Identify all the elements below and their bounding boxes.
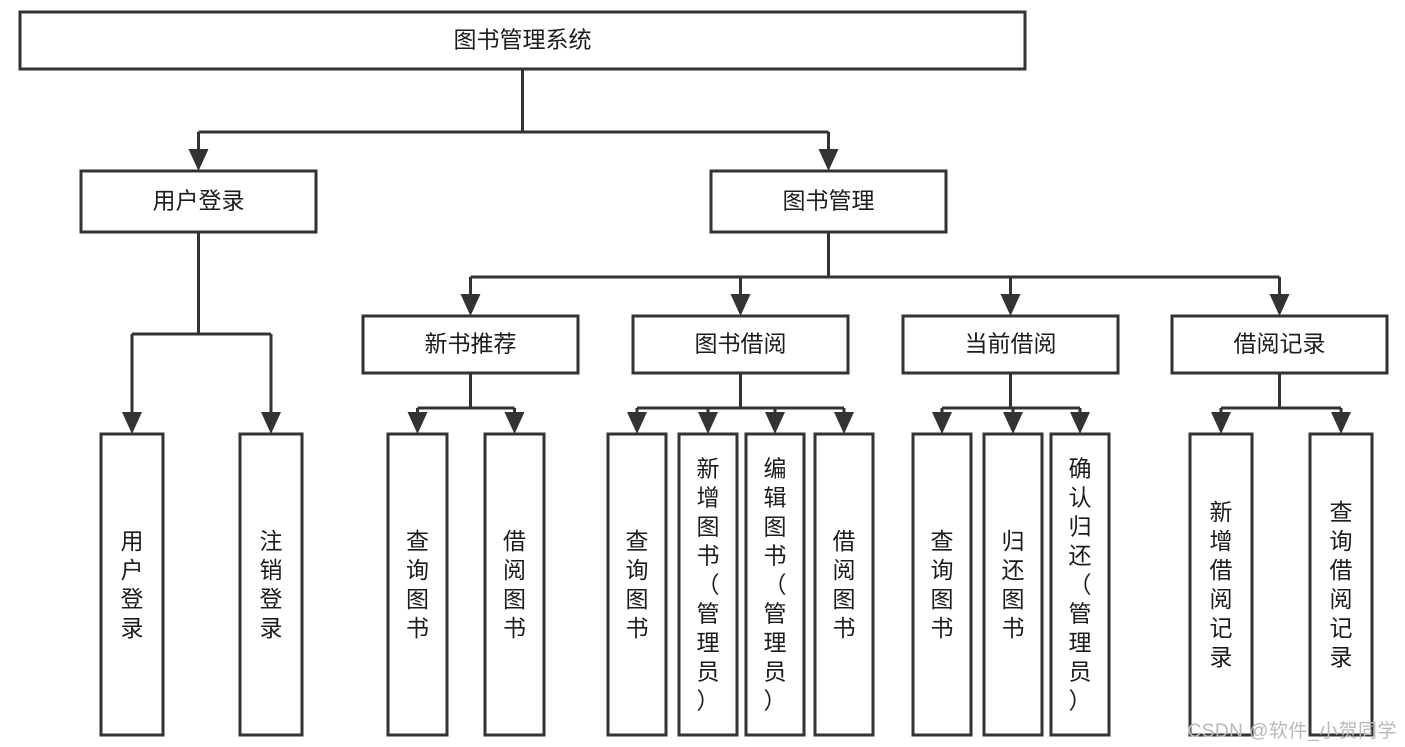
arrow-head-icon bbox=[122, 412, 142, 434]
node-leaf-borrow-book-1[interactable]: 借阅图书 bbox=[483, 432, 546, 737]
arrow-head-icon bbox=[1070, 412, 1090, 434]
node-box[interactable] bbox=[386, 432, 449, 737]
edge-group bbox=[407, 373, 525, 434]
node-box[interactable] bbox=[677, 432, 739, 737]
node-label: 当前借阅 bbox=[965, 331, 1057, 357]
edge-group bbox=[460, 232, 1290, 316]
node-box[interactable] bbox=[631, 314, 850, 375]
node-leaf-add-book[interactable]: 新增图书（管理员） bbox=[677, 432, 739, 737]
node-leaf-edit-book[interactable]: 编辑图书（管理员） bbox=[744, 432, 806, 737]
node-borrow-record[interactable]: 借阅记录 bbox=[1170, 314, 1389, 375]
node-label: 新书推荐 bbox=[425, 331, 517, 357]
edge-group bbox=[188, 69, 839, 171]
arrow-head-icon bbox=[504, 412, 525, 434]
node-label: 借阅图书 bbox=[503, 528, 526, 641]
edge-group bbox=[932, 373, 1090, 434]
node-label: 借阅图书 bbox=[833, 528, 856, 641]
node-box[interactable] bbox=[901, 314, 1120, 375]
node-label: 用户登录 bbox=[121, 528, 144, 641]
node-box[interactable] bbox=[813, 432, 875, 737]
arrow-head-icon bbox=[188, 149, 209, 171]
arrow-head-icon bbox=[1003, 412, 1023, 434]
node-box[interactable] bbox=[361, 314, 580, 375]
arrow-head-icon bbox=[834, 412, 854, 434]
node-box[interactable] bbox=[238, 432, 304, 737]
node-box[interactable] bbox=[982, 432, 1044, 737]
node-leaf-add-record[interactable]: 新增借阅记录 bbox=[1188, 432, 1254, 737]
arrow-head-icon bbox=[1269, 294, 1290, 316]
node-box[interactable] bbox=[1170, 314, 1389, 375]
node-box[interactable] bbox=[1188, 432, 1254, 737]
arrow-head-icon bbox=[627, 412, 647, 434]
node-leaf-query-book-3[interactable]: 查询图书 bbox=[911, 432, 973, 737]
node-label: 查询图书 bbox=[406, 528, 429, 641]
node-label: 编辑图书（管理员） bbox=[764, 456, 787, 714]
node-box[interactable] bbox=[79, 169, 318, 234]
node-box[interactable] bbox=[18, 10, 1027, 71]
node-leaf-return-book[interactable]: 归还图书 bbox=[982, 432, 1044, 737]
node-box[interactable] bbox=[911, 432, 973, 737]
node-label: 新增图书（管理员） bbox=[697, 456, 720, 714]
node-label: 用户登录 bbox=[153, 188, 245, 214]
node-leaf-user-login[interactable]: 用户登录 bbox=[99, 432, 165, 737]
arrow-head-icon bbox=[261, 412, 281, 434]
node-label: 图书管理系统 bbox=[454, 27, 592, 53]
arrow-head-icon bbox=[818, 149, 839, 171]
arrow-head-icon bbox=[698, 412, 718, 434]
node-label: 查询图书 bbox=[626, 528, 649, 641]
node-box[interactable] bbox=[1049, 432, 1111, 737]
node-book-borrow[interactable]: 图书借阅 bbox=[631, 314, 850, 375]
arrow-head-icon bbox=[730, 294, 751, 316]
node-box[interactable] bbox=[709, 169, 948, 234]
node-label: 查询图书 bbox=[931, 528, 954, 641]
node-new-book-rec[interactable]: 新书推荐 bbox=[361, 314, 580, 375]
node-current-borrow[interactable]: 当前借阅 bbox=[901, 314, 1120, 375]
node-label: 归还图书 bbox=[1002, 528, 1025, 641]
node-box[interactable] bbox=[606, 432, 668, 737]
node-box[interactable] bbox=[99, 432, 165, 737]
arrow-head-icon bbox=[1000, 294, 1021, 316]
node-label: 图书借阅 bbox=[695, 331, 787, 357]
connector-layer bbox=[122, 69, 1351, 434]
node-leaf-confirm-return[interactable]: 确认归还（管理员） bbox=[1049, 432, 1111, 737]
node-label: 注销登录 bbox=[260, 528, 283, 641]
arrow-head-icon bbox=[460, 294, 481, 316]
arrow-head-icon bbox=[765, 412, 785, 434]
arrow-head-icon bbox=[932, 412, 952, 434]
node-leaf-query-book-1[interactable]: 查询图书 bbox=[386, 432, 449, 737]
arrow-head-icon bbox=[1331, 412, 1351, 434]
arrow-head-icon bbox=[1211, 412, 1231, 434]
node-label: 图书管理 bbox=[783, 188, 875, 214]
node-book-admin[interactable]: 图书管理 bbox=[709, 169, 948, 234]
node-user-login[interactable]: 用户登录 bbox=[79, 169, 318, 234]
node-leaf-query-book-2[interactable]: 查询图书 bbox=[606, 432, 668, 737]
node-label: 查询借阅记录 bbox=[1330, 499, 1353, 670]
node-box[interactable] bbox=[483, 432, 546, 737]
node-box[interactable] bbox=[1308, 432, 1374, 737]
node-leaf-query-record[interactable]: 查询借阅记录 bbox=[1308, 432, 1374, 737]
edge-group bbox=[627, 373, 854, 434]
edge-group bbox=[122, 232, 281, 434]
node-layer: 图书管理系统用户登录图书管理新书推荐图书借阅当前借阅借阅记录用户登录注销登录查询… bbox=[18, 10, 1389, 737]
node-label: 新增借阅记录 bbox=[1210, 499, 1233, 670]
node-leaf-borrow-book-2[interactable]: 借阅图书 bbox=[813, 432, 875, 737]
node-label: 确认归还（管理员） bbox=[1069, 456, 1092, 714]
node-root[interactable]: 图书管理系统 bbox=[18, 10, 1027, 71]
node-label: 借阅记录 bbox=[1234, 331, 1326, 357]
node-box[interactable] bbox=[744, 432, 806, 737]
node-leaf-logout[interactable]: 注销登录 bbox=[238, 432, 304, 737]
arrow-head-icon bbox=[407, 412, 428, 434]
edge-group bbox=[1211, 373, 1351, 434]
